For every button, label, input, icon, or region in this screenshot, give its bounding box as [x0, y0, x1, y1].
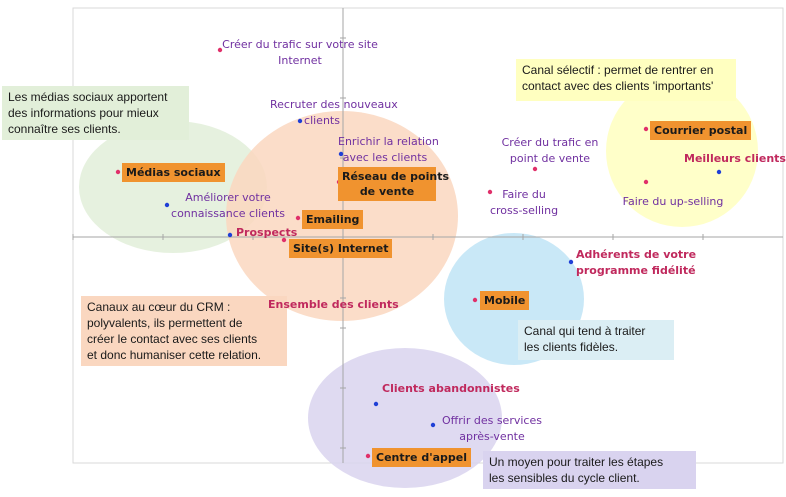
- point-upselling: [643, 179, 649, 185]
- label-recruter: Recruter des nouveaux clients: [270, 97, 398, 129]
- label-line: point de vente: [509, 152, 591, 165]
- label-line: clients: [304, 114, 340, 127]
- point-prospects: [227, 232, 233, 238]
- note-line: et donc humaniser cette relation.: [87, 348, 262, 362]
- note-social-media: Les médias sociaux apportent des informa…: [2, 86, 189, 140]
- note-line: polyvalents, ils permettent de: [87, 316, 243, 330]
- note-line: contact avec des clients 'importants': [522, 79, 714, 93]
- note-line: les clients fidèles.: [524, 340, 619, 354]
- label-line: cross-selling: [489, 204, 559, 217]
- chip-line: de vente: [359, 185, 415, 198]
- note-line: créer le contact avec ses clients: [87, 332, 258, 346]
- point-emailing: [295, 215, 301, 221]
- label-up-selling: Faire du up-selling: [620, 194, 726, 210]
- point-mobile: [472, 297, 478, 303]
- point-courrier: [643, 126, 649, 132]
- point-meilleurs: [716, 169, 722, 175]
- note-line: Canaux au cœur du CRM :: [87, 300, 231, 314]
- label-ensemble-clients: Ensemble des clients: [268, 298, 399, 311]
- note-loyal-customers: Canal qui tend à traiter les clients fid…: [518, 320, 674, 360]
- label-offrir: Offrir des services après-vente: [440, 413, 544, 445]
- ellipse-selective: [606, 75, 758, 227]
- note-line: des informations pour mieux: [8, 106, 159, 120]
- label-meilleurs-clients: Meilleurs clients: [684, 152, 786, 165]
- chip-reseau-points-vente: Réseau de points de vente: [338, 167, 450, 201]
- point-trafic-vente: [532, 166, 538, 172]
- label-enrichir: Enrichir la relation avec les clients: [338, 134, 439, 166]
- chip-emailing: Emailing: [302, 210, 364, 229]
- note-line: Un moyen pour traiter les étapes: [489, 455, 664, 469]
- note-line: Les médias sociaux apportent: [8, 90, 168, 104]
- chip-line: Réseau de points: [342, 170, 450, 183]
- point-cross: [487, 189, 493, 195]
- label-line: Internet: [278, 54, 322, 67]
- point-ameliorer: [164, 202, 170, 208]
- label-line: Offrir des services: [442, 414, 542, 427]
- label-abandonnistes: Clients abandonnistes: [382, 382, 520, 395]
- point-adherents: [568, 259, 574, 265]
- chip-medias-sociaux: Médias sociaux: [122, 163, 225, 182]
- label-adherents: Adhérents de votre programme fidélité: [576, 247, 697, 279]
- label-line: Enrichir la relation: [338, 135, 439, 148]
- note-line: Canal qui tend à traiter: [524, 324, 646, 338]
- label-line: connaissance clients: [171, 207, 285, 220]
- note-selective-channel: Canal sélectif : permet de rentrer en co…: [516, 59, 736, 101]
- label-line: avec les clients: [342, 151, 428, 164]
- chip-centre-appel: Centre d'appel: [372, 448, 471, 467]
- label-line: Recruter des nouveaux: [270, 98, 398, 111]
- label-line: Créer du trafic sur votre site: [222, 38, 378, 51]
- point-trafic-internet: [217, 47, 223, 53]
- chip-mobile: Mobile: [480, 291, 530, 310]
- label-line: Créer du trafic en: [501, 136, 599, 149]
- label-line: Faire du: [502, 188, 546, 201]
- note-customer-cycle: Un moyen pour traiter les étapes les sen…: [483, 451, 696, 489]
- label-line: Adhérents de votre: [576, 248, 697, 261]
- point-site: [281, 237, 287, 243]
- note-line: les sensibles du cycle client.: [489, 471, 640, 485]
- point-recruter: [297, 118, 303, 124]
- note-line: Canal sélectif : permet de rentrer en: [522, 63, 714, 77]
- note-line: connaître ses clients.: [8, 122, 121, 136]
- chip-sites-internet: Site(s) Internet: [289, 239, 393, 258]
- label-prospects: Prospects: [236, 226, 298, 239]
- point-enrichir: [338, 151, 344, 157]
- label-line: après-vente: [459, 430, 525, 443]
- point-centre: [365, 453, 371, 459]
- label-line: programme fidélité: [576, 264, 696, 277]
- point-abandonnistes: [373, 401, 379, 407]
- label-line: Améliorer votre: [185, 191, 271, 204]
- label-cross-selling: Faire du cross-selling: [484, 187, 564, 219]
- ellipse-social: [79, 121, 267, 253]
- point-offrir: [430, 422, 436, 428]
- note-core-channels: Canaux au cœur du CRM : polyvalents, ils…: [81, 296, 287, 366]
- label-trafic-internet: Créer du trafic sur votre site Internet: [222, 37, 378, 69]
- point-medias: [115, 169, 121, 175]
- label-line: Faire du up-selling: [622, 195, 724, 208]
- chip-courrier-postal: Courrier postal: [650, 121, 752, 140]
- label-trafic-vente: Créer du trafic en point de vente: [500, 135, 600, 167]
- label-ameliorer: Améliorer votre connaissance clients: [170, 190, 286, 222]
- axis-ticks: [72, 37, 704, 449]
